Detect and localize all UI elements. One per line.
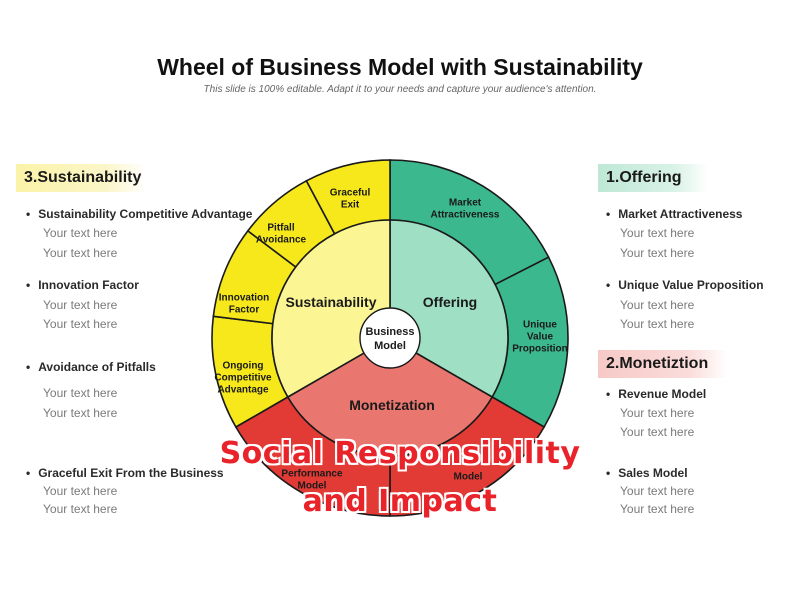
right-offering-item-1-line-1: Your text here [620, 226, 695, 240]
inner-segment-offering [389, 219, 509, 399]
inner-segment-sustainability [271, 219, 391, 399]
left-item-3-line-2: Your text here [43, 406, 118, 420]
left-item-3-line-1: Your text here [43, 386, 118, 400]
right-monetization-item-1-line-1: Your text here [620, 406, 695, 420]
left-item-4-line-1: Your text here [43, 484, 118, 498]
left-item-3-label: Avoidance of Pitfalls [26, 360, 156, 374]
left-item-1-line-1: Your text here [43, 226, 118, 240]
right-offering-item-2-label: Unique Value Proposition [606, 278, 763, 292]
right-monetization-item-2-line-2: Your text here [620, 502, 695, 516]
left-item-4-label: Graceful Exit From the Business [26, 466, 223, 480]
right-offering-item-1-line-2: Your text here [620, 246, 695, 260]
right-monetization-item-1-line-2: Your text here [620, 425, 695, 439]
right-offering-item-2-line-1: Your text here [620, 298, 695, 312]
inner-label-offering: Offering [423, 294, 477, 310]
center-circle [359, 307, 421, 369]
left-item-1-line-2: Your text here [43, 246, 118, 260]
offering-heading: 1.Offering [598, 164, 708, 192]
slide-subtitle: This slide is 100% editable. Adapt it to… [203, 84, 597, 95]
inner-label-sustainability: Sustainability [285, 294, 376, 310]
right-offering-item-1-label: Market Attractiveness [606, 207, 742, 221]
right-monetization-item-1-label: Revenue Model [606, 387, 706, 401]
left-item-4-line-2: Your text here [43, 502, 118, 516]
left-item-2-line-2: Your text here [43, 317, 118, 331]
sustainability-heading: 3.Sustainability [16, 164, 146, 192]
left-item-2-line-1: Your text here [43, 298, 118, 312]
right-monetization-item-2-line-1: Your text here [620, 484, 695, 498]
inner-label-monetization: Monetization [349, 397, 435, 413]
outer-label-sales-model: Model [454, 472, 483, 483]
overlay-caption-line-2: and Impact [302, 484, 498, 519]
monetization-heading: 2.Monetiztion [598, 350, 728, 378]
left-item-1-label: Sustainability Competitive Advantage [26, 207, 252, 221]
left-item-2-label: Innovation Factor [26, 278, 139, 292]
right-offering-item-2-line-2: Your text here [620, 317, 695, 331]
right-monetization-item-2-label: Sales Model [606, 466, 687, 480]
overlay-caption-line-1: Social Responsibility [219, 436, 581, 471]
slide-title: Wheel of Business Model with Sustainabil… [157, 54, 643, 80]
